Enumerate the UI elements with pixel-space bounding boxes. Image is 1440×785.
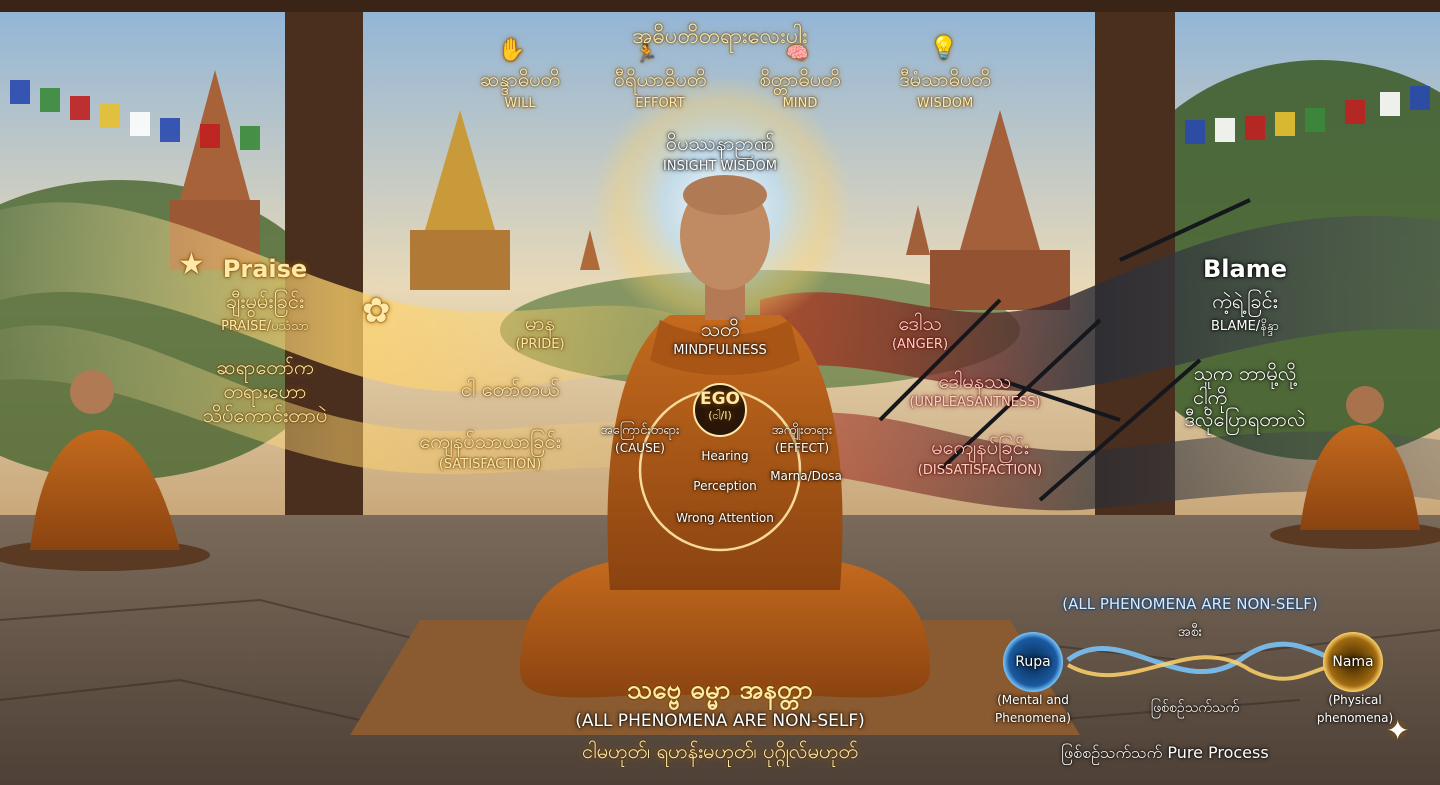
dissat-en: (DISSATISFACTION) <box>917 463 1043 478</box>
sparkle-icon: ✦ <box>1386 714 1410 747</box>
hearing-label: Hearing <box>701 449 749 463</box>
adhipati-mind: စိတ္တာဓိပတိ <box>759 67 841 91</box>
praise-title: Praise <box>222 255 308 283</box>
effect-my: အကျိုးတရား <box>771 423 833 438</box>
anatta-line3: ငါမဟုတ်၊ ရဟန်းမဟုတ်၊ ပုဂ္ဂိုလ်မဟုတ် <box>582 739 858 763</box>
pride-en: (PRIDE) <box>515 337 565 352</box>
rupa-desc-2: Phenomena) <box>995 711 1071 725</box>
adhipati-effort: ဝီရိယာဓိပတိ <box>613 67 707 91</box>
blame-my: ကဲ့ရဲ့ခြင်း <box>1212 289 1278 313</box>
blame-quote-1: သူက ဘာမို့လို့ <box>1193 361 1297 385</box>
anger-en: (ANGER) <box>891 337 949 352</box>
effect-en: (EFFECT) <box>774 441 830 455</box>
unpleasant-en: (UNPLEASANTNESS) <box>909 395 1041 410</box>
cause-en: (CAUSE) <box>615 441 665 455</box>
star-icon: ★ <box>178 247 205 282</box>
satisfaction-en: (SATISFACTION) <box>438 457 542 472</box>
brain-icon: 🧠 <box>786 43 809 64</box>
marna-label: Marna/Dosa <box>770 469 842 483</box>
anatta-en: (ALL PHENOMENA ARE NON-SELF) <box>575 711 865 731</box>
process-footer: ဖြစ်စဉ်သက်သက် Pure Process <box>1061 743 1269 762</box>
wrong-attention-label: Wrong Attention <box>676 511 774 525</box>
nama-orb-label: Nama <box>1332 654 1374 670</box>
dissat-my: မကျေနပ်ခြင်း <box>931 435 1029 459</box>
adhipati-wisdom: ဒီမံသာဓိပတိ <box>899 67 991 91</box>
lightbulb-icon: 💡 <box>930 36 958 61</box>
insight-en: INSIGHT WISDOM <box>663 159 777 174</box>
lotus-flower-icon: ✿ <box>362 291 391 331</box>
adhipati-mind-en: MIND <box>782 96 818 111</box>
pride-my: မာန <box>525 311 555 335</box>
process-heading: (ALL PHENOMENA ARE NON-SELF) <box>1062 595 1318 613</box>
adhipati-will-en: WILL <box>504 96 536 111</box>
blame-quote-3: ဒီလိုပြောရတာလဲ <box>1184 407 1306 431</box>
insight-my: ဝိပဿနာဉာဏ် <box>665 131 775 155</box>
blame-en: BLAME/နိန္ဒာ <box>1211 319 1279 334</box>
process-link-my: အစီး <box>1177 624 1203 640</box>
cause-my: အကြောင်းတရား <box>600 423 680 438</box>
praise-my: ချီးမွမ်းခြင်း <box>225 289 305 313</box>
header-title: အဓိပတိတရားလေးပါး <box>632 24 808 49</box>
praise-en: PRAISE/ပသံသာ <box>221 319 309 334</box>
rupa-orb-label: Rupa <box>1015 654 1051 670</box>
perception-label: Perception <box>693 479 757 493</box>
praise-quote-3: သိပ်ကောင်းတာပဲ <box>202 403 328 427</box>
praise-quote-2: တရားဟော <box>223 379 307 403</box>
nama-desc-2: phenomena) <box>1316 711 1394 725</box>
adhipati-wisdom-en: WISDOM <box>916 96 974 111</box>
adhipati-will: ဆန္ဒာဓိပတိ <box>479 67 561 91</box>
right-monk <box>1270 386 1440 549</box>
anatta-my: သဗ္ဗေ ဓမ္မာ အနတ္တာ <box>627 675 813 705</box>
ego-label: EGO <box>699 389 741 409</box>
anger-my: ဒေါသ <box>898 311 942 335</box>
sati-my: သတိ <box>700 317 740 341</box>
runner-icon: 🏃 <box>635 43 658 64</box>
blame-title: Blame <box>1203 255 1287 283</box>
unpleasant-my: ဒေါမနဿ <box>938 369 1012 393</box>
nama-desc-1: (Physical <box>1328 693 1382 707</box>
main-monk <box>350 175 1080 735</box>
satisfaction-my: ကျေနပ်သာယာခြင်း <box>419 429 561 453</box>
rupa-desc-1: (Mental and <box>997 693 1069 707</box>
sati-en: MINDFULNESS <box>673 343 767 358</box>
blame-quote-2: ငါ့ကို <box>1192 385 1228 409</box>
praise-quote-1: ဆရာတော်က <box>216 355 314 379</box>
hand-icon: ✋ <box>498 38 526 63</box>
process-flow-my: ဖြစ်စဉ်သက်သက် <box>1150 700 1240 716</box>
left-monk <box>0 370 210 571</box>
adhipati-effort-en: EFFORT <box>635 96 685 111</box>
praise-ego-line: ငါ တော်တယ် <box>460 377 560 401</box>
ego-sub: (ငါ/I) <box>708 409 732 422</box>
